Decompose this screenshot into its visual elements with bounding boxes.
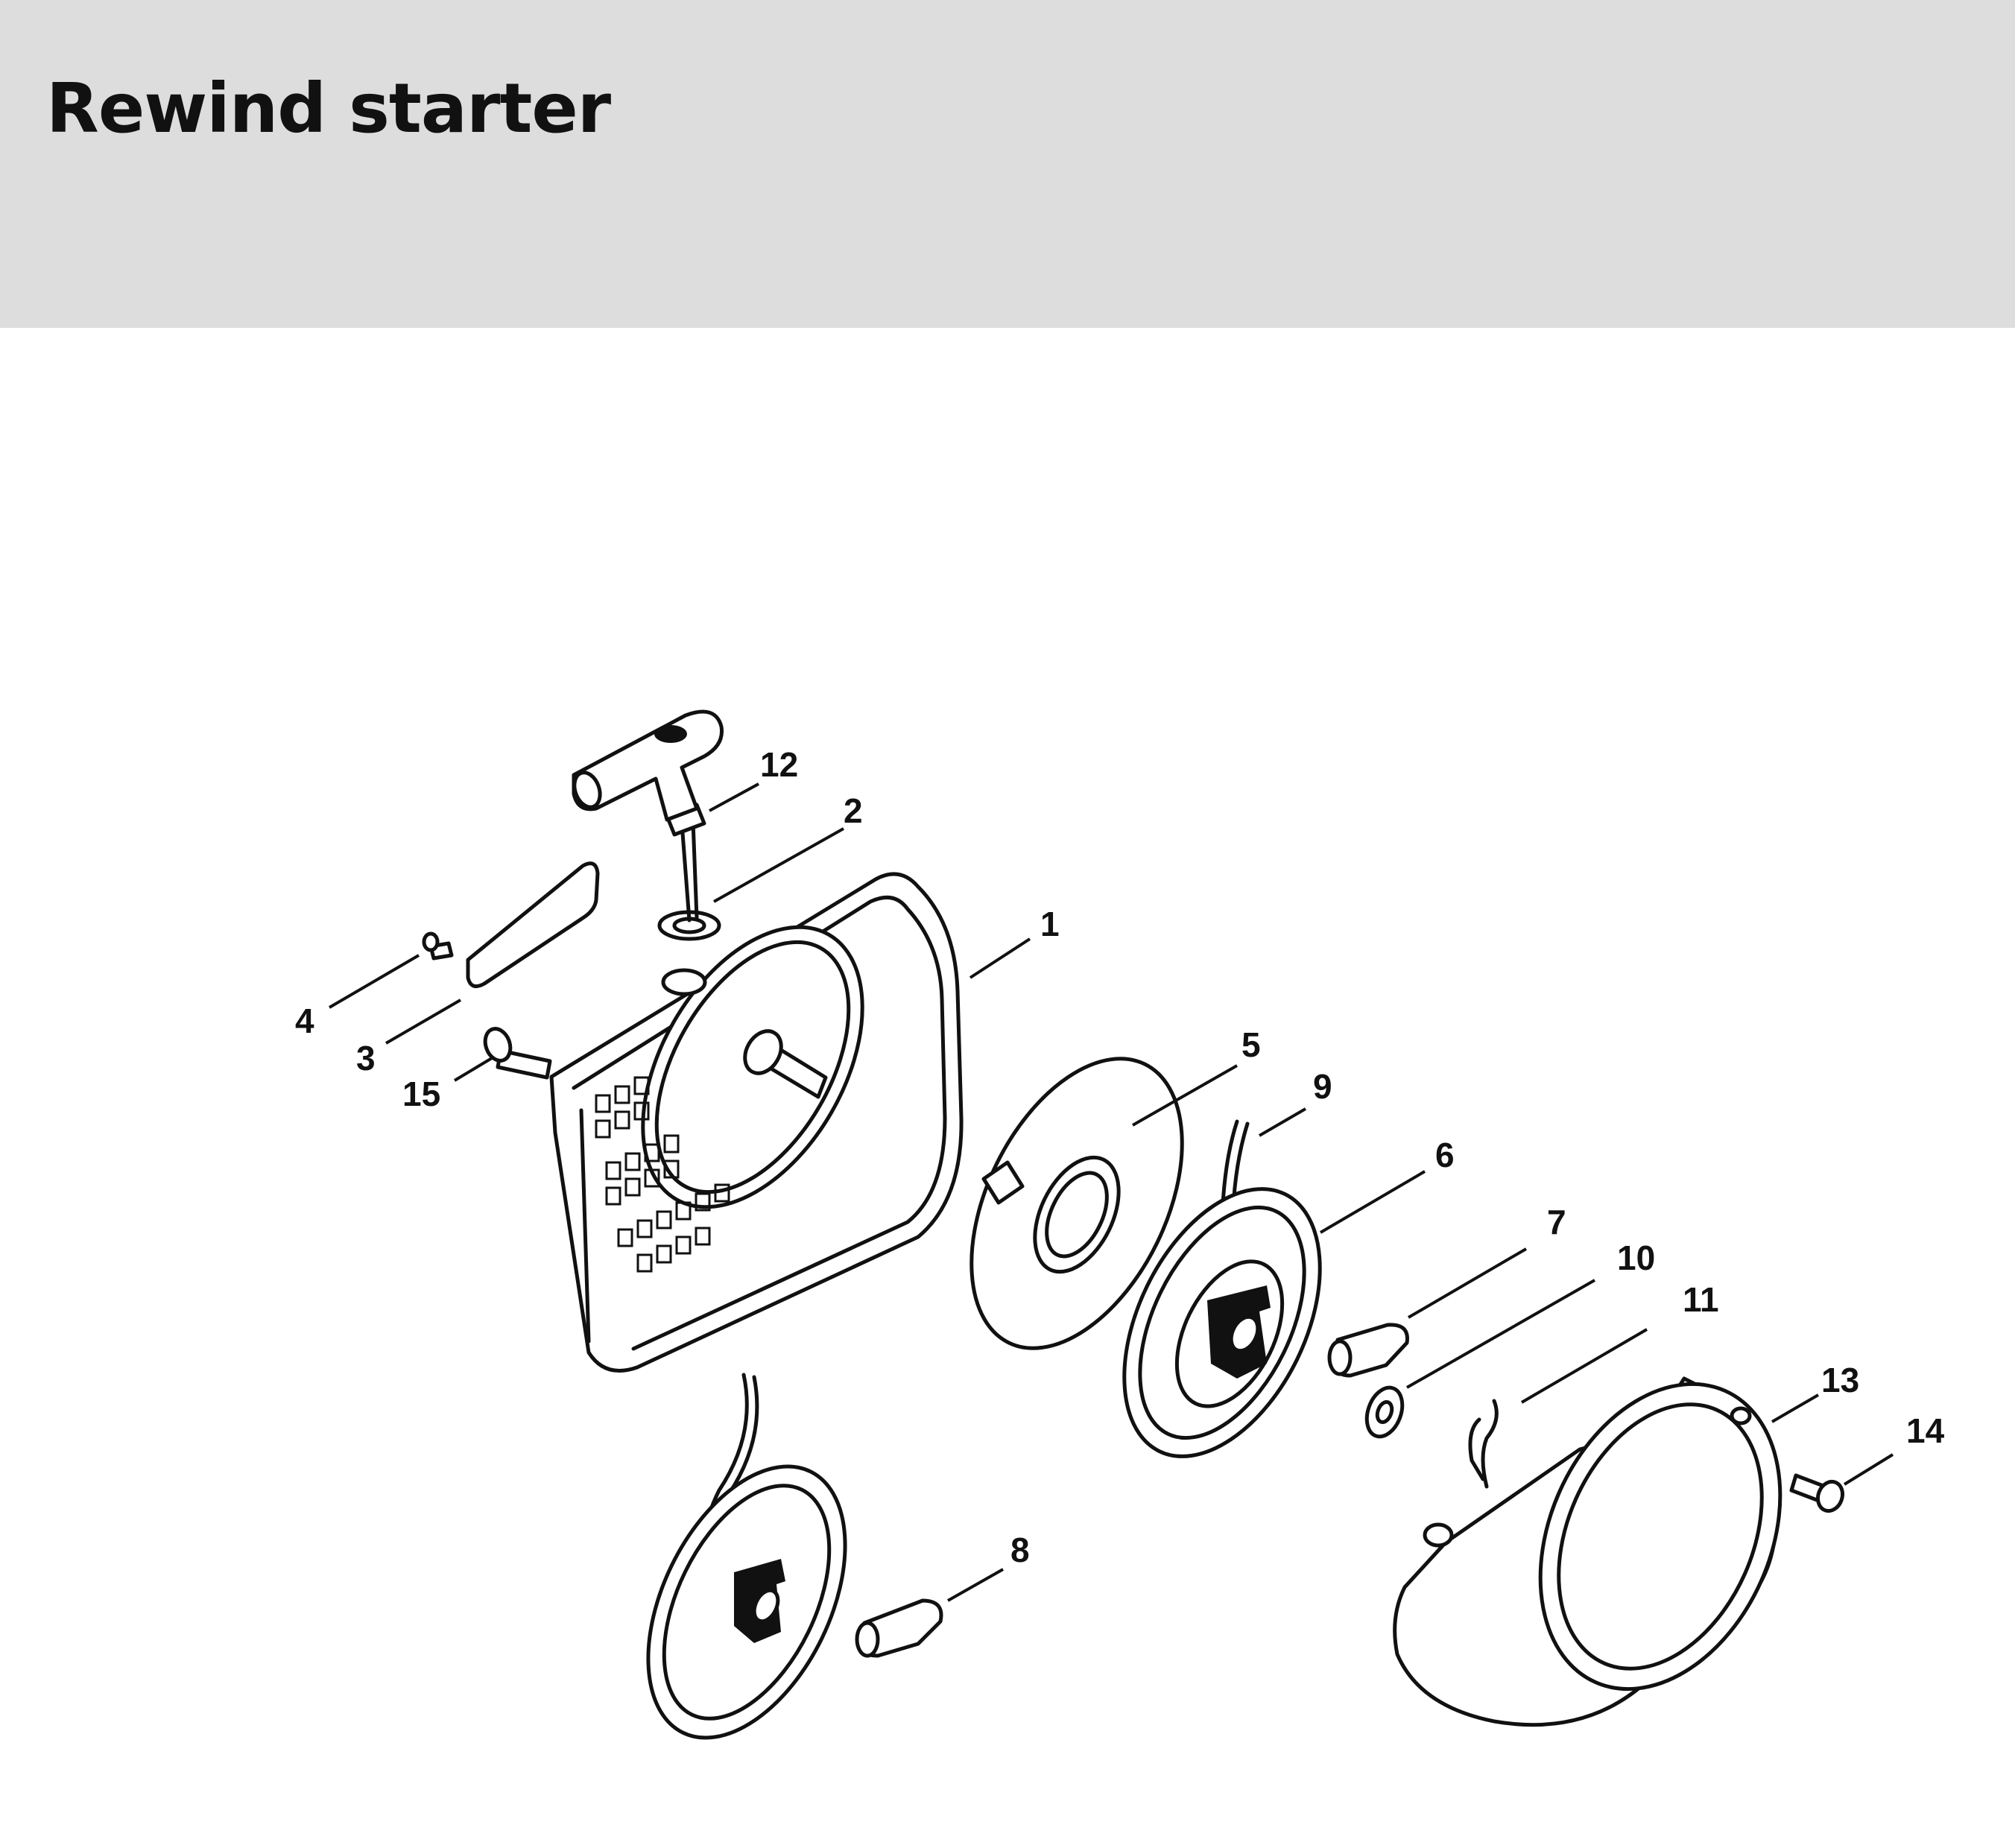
part-starter-grip xyxy=(572,709,724,923)
part-screw-15 xyxy=(483,1027,552,1080)
part-fan-cover xyxy=(1393,1376,1782,1727)
leader-line-14 xyxy=(1843,1453,1894,1486)
leader-line-15 xyxy=(453,1057,493,1082)
callout-11: 11 xyxy=(1683,1280,1719,1319)
leader-line-8 xyxy=(947,1568,1004,1602)
leader-line-7 xyxy=(1407,1247,1528,1319)
callout-7: 7 xyxy=(1547,1203,1566,1241)
callout-labels: 12 2 1 4 3 15 5 9 6 7 10 11 13 14 8 xyxy=(295,745,1945,1569)
callout-6: 6 xyxy=(1435,1136,1455,1174)
leader-line-12 xyxy=(709,782,759,812)
leader-line-6 xyxy=(1319,1170,1426,1234)
part-small-screw xyxy=(422,931,454,961)
leader-line-3 xyxy=(385,999,462,1045)
part-pawl-8 xyxy=(855,1598,943,1658)
page-title: Rewind starter xyxy=(46,69,611,148)
leader-line-2 xyxy=(713,827,844,903)
callout-3: 3 xyxy=(356,1039,376,1078)
callout-13: 13 xyxy=(1821,1361,1859,1399)
callout-1: 1 xyxy=(1040,905,1060,943)
callout-5: 5 xyxy=(1241,1025,1261,1064)
callout-14: 14 xyxy=(1906,1411,1945,1450)
callout-2: 2 xyxy=(844,791,863,830)
part-rotor-variant xyxy=(646,1373,847,1740)
callout-9: 9 xyxy=(1313,1067,1332,1106)
leader-line-5 xyxy=(1132,1064,1238,1127)
part-washer xyxy=(1364,1385,1405,1439)
callout-8: 8 xyxy=(1010,1531,1030,1569)
leader-line-13 xyxy=(1771,1393,1820,1423)
leader-line-10 xyxy=(1406,1279,1595,1389)
callout-10: 10 xyxy=(1617,1238,1655,1277)
part-spring-clip xyxy=(1468,1399,1499,1489)
callout-4: 4 xyxy=(295,1001,314,1040)
leader-lines xyxy=(328,782,1894,1602)
part-starter-housing xyxy=(549,872,964,1373)
leader-line-1 xyxy=(969,937,1031,979)
callout-15: 15 xyxy=(402,1075,440,1113)
part-cover-screw xyxy=(1789,1473,1845,1513)
leader-line-4 xyxy=(328,954,420,1009)
leader-line-9 xyxy=(1258,1107,1307,1137)
part-rope-rotor xyxy=(1122,1187,1322,1458)
header-band: Rewind starter xyxy=(0,0,2015,328)
part-pawl-7 xyxy=(1327,1323,1409,1378)
callout-12: 12 xyxy=(760,745,798,784)
part-spring-housing xyxy=(969,1057,1184,1350)
leader-line-11 xyxy=(1520,1328,1648,1404)
part-cover-plate xyxy=(466,861,600,989)
